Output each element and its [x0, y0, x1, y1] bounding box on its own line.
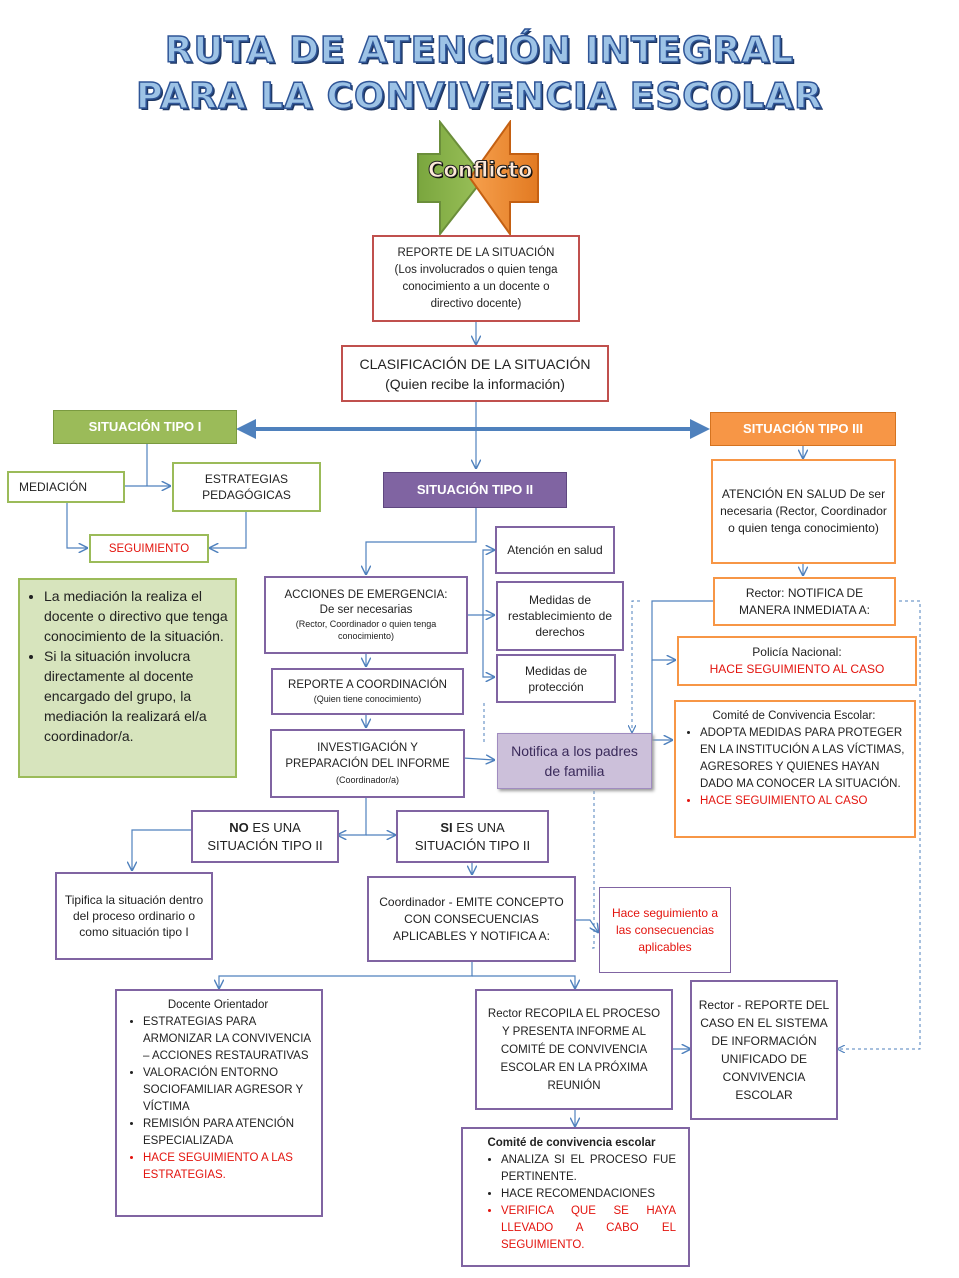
investigacion-text: INVESTIGACIÓN Y PREPARACIÓN DEL INFORME … [278, 740, 457, 788]
acciones-detail: (Rector, Coordinador o quien tenga conoc… [295, 619, 437, 641]
note-item: Si la situación involucra directamente a… [44, 646, 229, 746]
reporte-coordinacion-box: REPORTE A COORDINACIÓN (Quien tiene cono… [271, 668, 464, 715]
policia-detail: HACE SEGUIMIENTO AL CASO [709, 662, 885, 676]
rector-reporte-box: Rector - REPORTE DEL CASO EN EL SISTEMA … [690, 980, 838, 1120]
no-es-bold: NO [229, 819, 249, 835]
acciones-title: ACCIONES DE EMERGENCIA: [284, 589, 448, 601]
rector-recopila-box: Rector RECOPILA EL PROCESO Y PRESENTA IN… [475, 989, 673, 1110]
mediacion-box: MEDIACIÓN [7, 471, 125, 503]
atencion-salud-box: Atención en salud [495, 526, 615, 574]
comite-title: Comité de convivencia escolar [487, 1137, 656, 1149]
reporte-coord-title: REPORTE A COORDINACIÓN [288, 679, 447, 691]
comite-tipo3-red-item: HACE SEGUIMIENTO AL CASO [700, 793, 908, 810]
no-es-text: NO ES UNA SITUACIÓN TIPO II [199, 819, 331, 855]
policia-box: Policía Nacional: HACE SEGUIMIENTO AL CA… [677, 636, 917, 686]
coordinador-box: Coordinador - EMITE CONCEPTO CON CONSECU… [367, 876, 576, 962]
si-es-bold: SI [440, 819, 453, 835]
no-es-rest: ES UNA SITUACIÓN TIPO II [207, 819, 323, 853]
proteccion-box: Medidas de protección [496, 654, 616, 703]
acciones-emergencia-box: ACCIONES DE EMERGENCIA: De ser necesaria… [264, 576, 468, 654]
atencion-salud-tipo3-box: ATENCIÓN EN SALUD De ser necesaria (Rect… [711, 459, 896, 564]
clasificacion-title: CLASIFICACIÓN DE LA SITUACIÓN [359, 355, 591, 372]
conflict-label: Conflicto [428, 158, 533, 183]
comite-convivencia-box: Comité de convivencia escolar ANALIZA SI… [461, 1127, 690, 1267]
si-es-tipo2-box: SI ES UNA SITUACIÓN TIPO II [396, 810, 549, 863]
reporte-coord-detail: (Quien tiene conocimiento) [313, 694, 422, 704]
tipo2-header: SITUACIÓN TIPO II [383, 472, 567, 508]
clasificacion-detail: (Quien recibe la información) [385, 375, 565, 392]
title-line-1: RUTA DE ATENCIÓN INTEGRAL [164, 29, 795, 72]
rector-notifica-box: Rector: NOTIFICA DE MANERA INMEDIATA A: [713, 577, 896, 626]
tipo3-header: SITUACIÓN TIPO III [710, 412, 896, 446]
title-line-2: PARA LA CONVIVENCIA ESCOLAR [135, 75, 823, 118]
comite-item: ANALIZA SI EL PROCESO FUE PERTINENTE. [501, 1152, 676, 1186]
tipo1-notes-box: La mediación la realiza el docente o dir… [18, 578, 237, 778]
reporte-title: REPORTE DE LA SITUACIÓN [397, 246, 555, 259]
policia-title: Policía Nacional: [752, 645, 842, 659]
comite-tipo3-item: ADOPTA MEDIDAS PARA PROTEGER EN LA INSTI… [700, 725, 908, 793]
acciones-subtitle: De ser necesarias [319, 604, 413, 616]
docente-item: VALORACIÓN ENTORNO SOCIOFAMILIAR AGRESOR… [143, 1065, 315, 1116]
estrategias-box: ESTRATEGIAS PEDAGÓGICAS [172, 462, 321, 512]
conflict-arrows-icon [417, 120, 539, 236]
investigacion-title: INVESTIGACIÓN Y PREPARACIÓN DEL INFORME [285, 741, 450, 770]
docente-item: REMISIÓN PARA ATENCIÓN ESPECIALIZADA [143, 1116, 315, 1150]
comite-red-item: VERIFICA QUE SE HAYA LLEVADO A CABO EL S… [501, 1203, 676, 1254]
si-es-rest: ES UNA SITUACIÓN TIPO II [414, 819, 531, 853]
reporte-detail: (Los involucrados o quien tenga conocimi… [394, 263, 558, 310]
reporte-situacion-box: REPORTE DE LA SITUACIÓN (Los involucrado… [372, 235, 580, 322]
tipo1-header: SITUACIÓN TIPO I [53, 410, 237, 444]
docente-title: Docente Orientador [167, 999, 269, 1011]
notifica-padres-box: Notifica a los padres de familia [497, 733, 652, 789]
comite-tipo3-title: Comité de Convivencia Escolar: [712, 710, 876, 722]
seguimiento-box: SEGUIMIENTO [89, 534, 209, 563]
docente-item: ESTRATEGIAS PARA ARMONIZAR LA CONVIVENCI… [143, 1014, 315, 1065]
si-es-text: SI ES UNA SITUACIÓN TIPO II [404, 819, 541, 855]
comite-item: HACE RECOMENDACIONES [501, 1186, 676, 1203]
investigacion-box: INVESTIGACIÓN Y PREPARACIÓN DEL INFORME … [270, 729, 465, 798]
docente-red-item: HACE SEGUIMIENTO A LAS ESTRATEGIAS. [143, 1150, 315, 1184]
no-es-tipo2-box: NO ES UNA SITUACIÓN TIPO II [191, 810, 339, 863]
investigacion-detail: (Coordinador/a) [335, 774, 400, 785]
note-item: La mediación la realiza el docente o dir… [44, 586, 229, 646]
restablecimiento-box: Medidas de restablecimiento de derechos [496, 581, 624, 651]
clasificacion-box: CLASIFICACIÓN DE LA SITUACIÓN (Quien rec… [341, 345, 609, 402]
comite-tipo3-box: Comité de Convivencia Escolar: ADOPTA ME… [674, 700, 916, 838]
docente-orientador-box: Docente Orientador ESTRATEGIAS PARA ARMO… [115, 989, 323, 1217]
hace-seguimiento-box: Hace seguimiento a las consecuencias apl… [599, 887, 731, 973]
tipifica-box: Tipifica la situación dentro del proceso… [55, 872, 213, 960]
